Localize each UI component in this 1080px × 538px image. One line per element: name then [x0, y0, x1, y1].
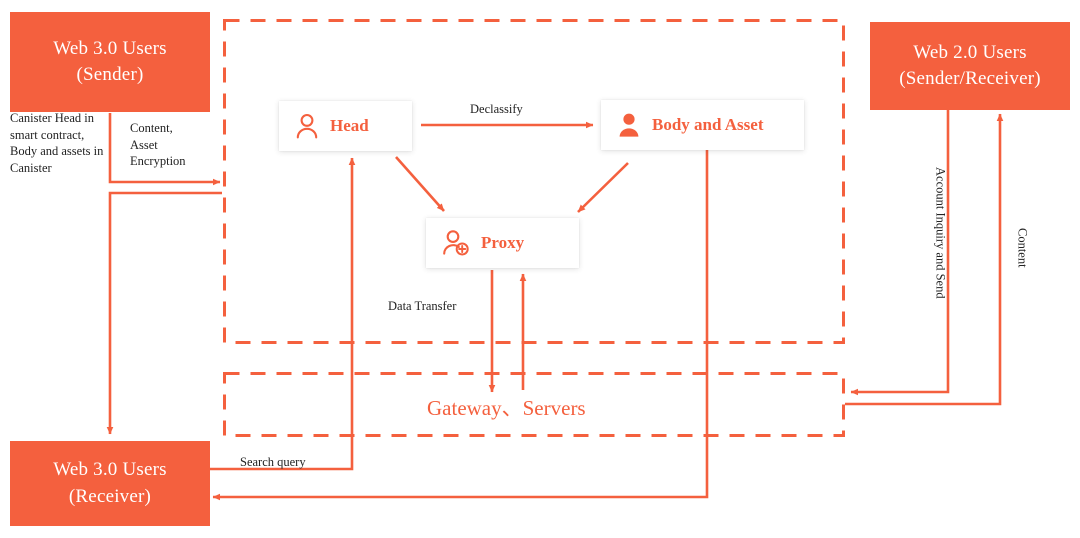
label-canister-note-l2: smart contract,	[10, 127, 85, 142]
endpoint-web3-sender-line2: (Sender)	[76, 64, 144, 85]
canister-zone-outline	[223, 19, 845, 344]
node-body-and-asset-label: Body and Asset	[652, 115, 764, 134]
node-proxy[interactable]: Proxy	[426, 218, 579, 268]
gateway-zone-label: Gateway、Servers	[427, 396, 586, 420]
user-outline-icon	[295, 113, 319, 139]
node-body-and-asset[interactable]: Body and Asset	[601, 100, 804, 150]
node-head-label: Head	[330, 116, 369, 135]
label-declassify: Declassify	[470, 102, 523, 116]
endpoint-web2-line2: (Sender/Receiver)	[899, 68, 1041, 89]
label-search-query: Search query	[240, 455, 306, 469]
edge-gateway-to-web2	[845, 113, 1004, 406]
label-canister-note: Canister Head in smart contract, Body an…	[10, 110, 120, 176]
label-canister-note-l4: Canister	[10, 160, 52, 175]
endpoint-web2-line1: Web 2.0 Users	[913, 41, 1027, 63]
user-add-icon	[442, 229, 470, 257]
endpoint-web2-sender-receiver[interactable]: Web 2.0 Users (Sender/Receiver)	[870, 22, 1070, 110]
label-content-asset-encryption: Content, Asset Encryption	[130, 120, 220, 170]
edge-sender-to-receiver	[106, 191, 222, 435]
edge-body-to-proxy	[577, 162, 629, 213]
endpoint-web3-sender-line1: Web 3.0 Users	[53, 37, 167, 59]
label-canister-note-l3: Body and assets in	[10, 144, 104, 158]
endpoint-web3-receiver-line2: (Receiver)	[68, 485, 152, 507]
endpoint-web3-receiver-line1: Web 3.0 Users	[53, 459, 167, 481]
label-content: Content	[1015, 228, 1030, 268]
label-data-transfer: Data Transfer	[388, 299, 457, 313]
endpoint-web3-receiver[interactable]: Web 3.0 Users (Receiver)	[10, 441, 210, 526]
endpoint-web3-sender[interactable]: Web 3.0 Users (Sender)	[10, 12, 210, 112]
label-content-asset-encryption-l2: Asset	[130, 137, 158, 152]
label-account-inquiry-and-send: Account Inquiry and Send	[933, 167, 948, 299]
edge-head-to-proxy	[395, 156, 445, 212]
node-proxy-label: Proxy	[481, 233, 525, 252]
edge-body-to-receiver	[212, 148, 709, 501]
node-head[interactable]: Head	[279, 101, 412, 151]
edge-search-query	[209, 157, 356, 471]
label-content-asset-encryption-l3: Encryption	[130, 154, 186, 168]
label-canister-note-l1: Canister Head in	[10, 111, 95, 125]
user-filled-icon	[617, 112, 641, 138]
label-content-asset-encryption-l1: Content,	[130, 121, 173, 135]
